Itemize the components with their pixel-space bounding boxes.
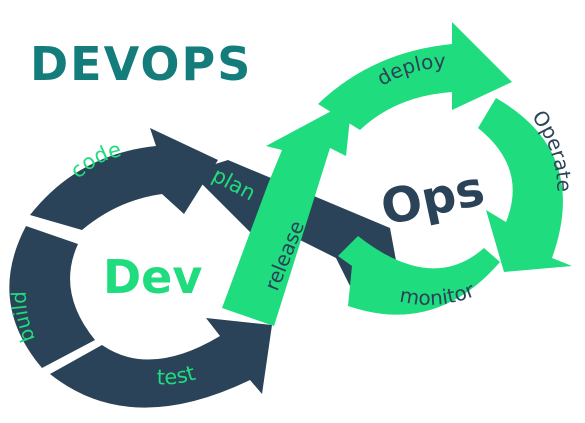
test-label: test — [157, 361, 198, 390]
dev-label: Dev — [103, 250, 202, 304]
build-segment — [9, 226, 95, 368]
ops-loop — [222, 22, 572, 326]
diagram-title: DEVOPS — [30, 37, 252, 91]
ops-label: Ops — [376, 160, 489, 236]
release-segment — [222, 100, 352, 326]
dev-loop — [9, 128, 400, 408]
operate-segment — [478, 98, 572, 272]
monitor-segment — [338, 236, 500, 315]
code-segment — [30, 128, 218, 230]
deploy-segment — [318, 22, 512, 130]
test-label-text: test — [157, 361, 198, 390]
test-segment — [50, 318, 272, 408]
